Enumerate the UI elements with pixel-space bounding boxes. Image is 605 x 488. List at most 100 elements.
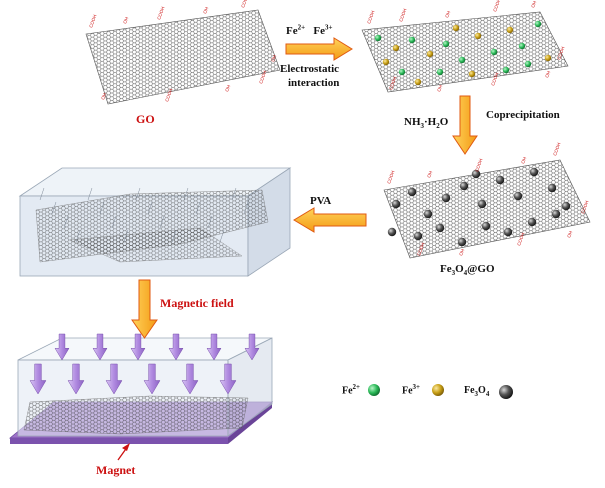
fe3o4-sphere-icon	[471, 169, 481, 179]
fe3-sphere-icon	[506, 26, 514, 34]
fe3o4-sphere-icon	[547, 183, 557, 193]
fe3o4-sphere-icon	[513, 191, 523, 201]
magnetic-arrow-icon	[244, 333, 260, 361]
step1-fe3: Fe3+	[313, 23, 333, 37]
fe2-sphere-icon	[524, 60, 532, 68]
functional-group-label: COOH	[580, 200, 589, 214]
fe2-sphere-icon	[442, 40, 450, 48]
step2-name: Coprecipitation	[486, 109, 560, 121]
step4-magnetic-field: Magnetic field	[160, 296, 234, 310]
fe3o4-sphere-icon	[387, 227, 397, 237]
functional-group-label: COOH	[474, 158, 483, 172]
functional-group-label: COOH	[388, 76, 397, 90]
functional-group-label: OH	[520, 156, 527, 164]
pva-fiber	[123, 229, 129, 243]
functional-group-label: COOH	[366, 10, 375, 24]
magnetic-arrow-icon	[130, 333, 146, 361]
pva-fiber	[207, 215, 213, 229]
functional-group-label: COOH	[88, 14, 97, 28]
fe3-sphere-icon	[452, 24, 460, 32]
aligned-sheets	[23, 395, 249, 435]
fe3o4-sphere-icon	[423, 209, 433, 219]
fe2-sphere-icon	[458, 56, 466, 64]
step3-pva: PVA	[310, 195, 332, 207]
legend-fe2-sphere-icon	[368, 384, 380, 396]
functional-group-label: OH	[436, 84, 443, 92]
fe3o4-sphere-icon	[527, 217, 537, 227]
pva-composite-block	[18, 167, 292, 277]
functional-group-label: COOH	[240, 0, 249, 8]
magnetic-arrow-icon	[54, 333, 70, 361]
functional-group-label: OH	[544, 70, 551, 78]
step1-line2: interaction	[288, 77, 340, 89]
functional-group-label: COOH	[552, 142, 561, 156]
fe3o4-sphere-icon	[551, 209, 561, 219]
fe3-sphere-icon	[382, 58, 390, 66]
legend-fe3-sphere-icon	[432, 384, 444, 396]
magnet-label: Magnet	[96, 463, 136, 477]
functional-group-label: COOH	[258, 70, 267, 84]
step1-ions: Fe2+ Fe3+	[286, 24, 332, 37]
fe3o4-sphere-icon	[459, 181, 469, 191]
magnetic-arrow-icon	[219, 363, 237, 395]
fe3o4-sphere-icon	[391, 199, 401, 209]
pva-fibers	[39, 187, 249, 243]
step1-line1: Electrostatic	[280, 63, 340, 75]
fe3o4-sphere-icon	[413, 231, 423, 241]
pva-fiber	[243, 201, 249, 215]
magnetic-arrow-icon	[67, 363, 85, 395]
pva-fiber	[75, 229, 81, 243]
pva-fiber	[183, 187, 189, 201]
fe2-sphere-icon	[436, 68, 444, 76]
functional-group-label: OH	[530, 0, 537, 8]
fe3o4-sphere-icon	[503, 227, 513, 237]
functional-group-label: OH	[270, 54, 277, 62]
fe3o4-sphere-icon	[407, 187, 417, 197]
fe3-sphere-icon	[426, 50, 434, 58]
fe-ion-spheres	[374, 20, 552, 86]
functional-group-label: OH	[224, 84, 231, 92]
step1-fe2: Fe2+	[286, 23, 306, 37]
fe2-sphere-icon	[534, 20, 542, 28]
magnetic-arrow-icon	[181, 363, 199, 395]
pva-fiber	[51, 201, 57, 215]
functional-group-label: COOH	[492, 0, 501, 12]
magnet-pointer-arrow	[117, 443, 130, 461]
legend-fe2-label: Fe2+	[342, 383, 361, 397]
pva-fiber	[87, 187, 93, 201]
functional-group-label: OH	[444, 10, 451, 18]
fe2-sphere-icon	[408, 36, 416, 44]
functional-group-label: OH	[202, 6, 209, 14]
functional-group-label: COOH	[398, 8, 407, 22]
fe2-sphere-icon	[502, 66, 510, 74]
fe2-sphere-icon	[518, 42, 526, 50]
aligned-composite-block	[8, 333, 274, 444]
pva-fiber	[171, 229, 177, 243]
magnetic-arrow-icon	[168, 333, 184, 361]
functional-group-label: COOH	[416, 242, 425, 256]
fe2-sphere-icon	[490, 48, 498, 56]
fe3o4-sphere-icon	[529, 167, 539, 177]
fe3o4go-label: Fe3O4@GO	[440, 263, 495, 278]
step2-reagent: NH3·H2O	[404, 116, 449, 131]
magnetic-field-arrows	[29, 333, 260, 395]
legend-fe3-label: Fe3+	[402, 383, 421, 397]
functional-group-label: OH	[458, 248, 465, 256]
pva-fiber	[159, 215, 165, 229]
pva-fiber	[99, 201, 105, 215]
functional-group-label: OH	[426, 170, 433, 178]
fe2-sphere-icon	[398, 68, 406, 76]
pva-fiber	[147, 201, 153, 215]
functional-group-label: COOH	[516, 232, 525, 246]
arrow-go-to-fe	[285, 37, 353, 61]
functional-group-label: COOH	[386, 170, 395, 184]
magnetic-arrow-icon	[143, 363, 161, 395]
functional-group-label: OH	[122, 16, 129, 24]
